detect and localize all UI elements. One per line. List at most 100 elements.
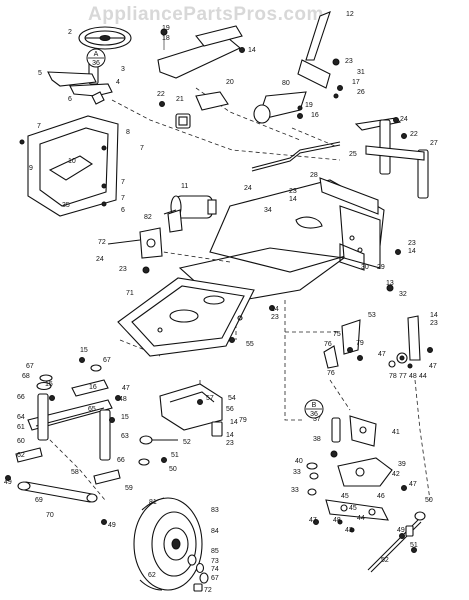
part-callout: 51 [410,542,418,549]
pedal-bracket [323,319,363,369]
part-callout: 48 [119,396,127,403]
part-callout: 77 [399,373,407,380]
part-callout: 50 [169,466,177,473]
part-callout: 15 [121,414,129,421]
part-callout: 19 [162,25,170,32]
part-callout: 72 [98,239,106,246]
part-callout: 57 [206,395,214,402]
reference-circle-letter: A [94,51,99,58]
part-callout: 44 [419,373,427,380]
part-callout: 26 [357,89,365,96]
part-callout: 45 [341,493,349,500]
part-callout: 16 [311,112,319,119]
part-callout: 43 [345,527,353,534]
reference-circle-number: 36 [92,60,100,67]
axle-support [159,383,223,437]
part-callout: 70 [46,512,54,519]
part-callout: 49 [4,479,12,486]
part-callout: 44 [357,515,365,522]
reference-circle-letter: B [312,402,317,409]
part-callout: 85 [211,548,219,555]
part-callout: 14 [226,432,234,439]
part-callout: 73 [211,558,219,565]
part-callout: 22 [157,91,165,98]
part-callout: 69 [35,497,43,504]
front-axle [15,393,121,485]
part-callout: 22 [410,131,418,138]
part-callout: 7 [121,195,125,202]
part-callout: 62 [148,572,156,579]
part-callout: 31 [357,69,365,76]
part-callout: 21 [176,96,184,103]
part-callout: 46 [377,493,385,500]
part-callout: 41 [392,429,400,436]
part-callout: 8 [126,129,130,136]
part-callout: 81 [149,499,157,506]
part-callout: 20 [226,79,234,86]
part-callout: 37 [313,416,321,423]
main-frame [178,177,401,305]
part-callout: 50 [425,497,433,504]
part-callout: 75 [333,331,341,338]
part-callout: 11 [181,183,188,190]
part-callout: 83 [211,507,219,514]
footrest-pan [117,277,275,357]
bracket-82 [107,227,163,274]
part-callout: 71 [126,290,134,297]
part-callout: 14 [430,312,438,319]
reference-circle: A 36 [86,48,106,68]
part-callout: 32 [399,291,407,298]
steering-wheel [78,26,132,50]
part-callout: 24 [96,256,104,263]
part-callout: 39 [398,461,406,468]
part-callout: 30 [361,264,369,271]
part-callout: 67 [103,357,111,364]
part-callout: 59 [125,485,133,492]
part-callout: 14 [248,47,256,54]
part-callout: 40 [295,458,303,465]
part-callout: 12 [346,11,354,18]
callout-labels: 1221918143546233117262022218019162422272… [4,11,438,594]
part-callout: 6 [121,207,125,214]
part-callout: 18 [162,35,170,42]
part-callout: 14 [289,196,297,203]
part-callout: 19 [305,102,313,109]
reference-circle: B36 [304,399,324,419]
part-callout: 47 [429,363,437,370]
part-callout: 78 [389,373,397,380]
right-spindle [306,415,407,496]
part-callout: 54 [228,395,236,402]
part-callout: 84 [211,528,219,535]
part-callout: 7 [37,123,41,130]
part-callout: 80 [282,80,290,87]
part-callout: 66 [17,394,25,401]
part-callout: 48 [333,517,341,524]
part-callout: 23 [119,266,127,273]
part-callout: 61 [17,424,25,431]
part-callout: 35 [62,202,70,209]
part-callout: 23 [408,240,416,247]
part-callout: 51 [171,452,179,459]
part-callout: 66 [117,457,125,464]
part-callout: 45 [349,505,357,512]
front-wheel [133,497,203,591]
part-callout: 79 [239,417,247,424]
part-callout: 5 [38,70,42,77]
part-callout: 67 [26,363,34,370]
drag-link [5,475,107,525]
part-callout: 15 [80,347,88,354]
part-callout: 13 [386,280,394,287]
part-callout: 53 [368,312,376,319]
part-callout: 15 [45,381,53,388]
part-callout: 47 [378,351,386,358]
part-callout: 27 [430,140,438,147]
part-callout: 56 [226,406,234,413]
part-callout: 2 [68,29,72,36]
part-callout: 23 [345,58,353,65]
lift-shaft [354,117,429,199]
part-callout: 7 [140,145,144,152]
part-callout: 49 [108,522,116,529]
part-callout: 7 [121,179,125,186]
